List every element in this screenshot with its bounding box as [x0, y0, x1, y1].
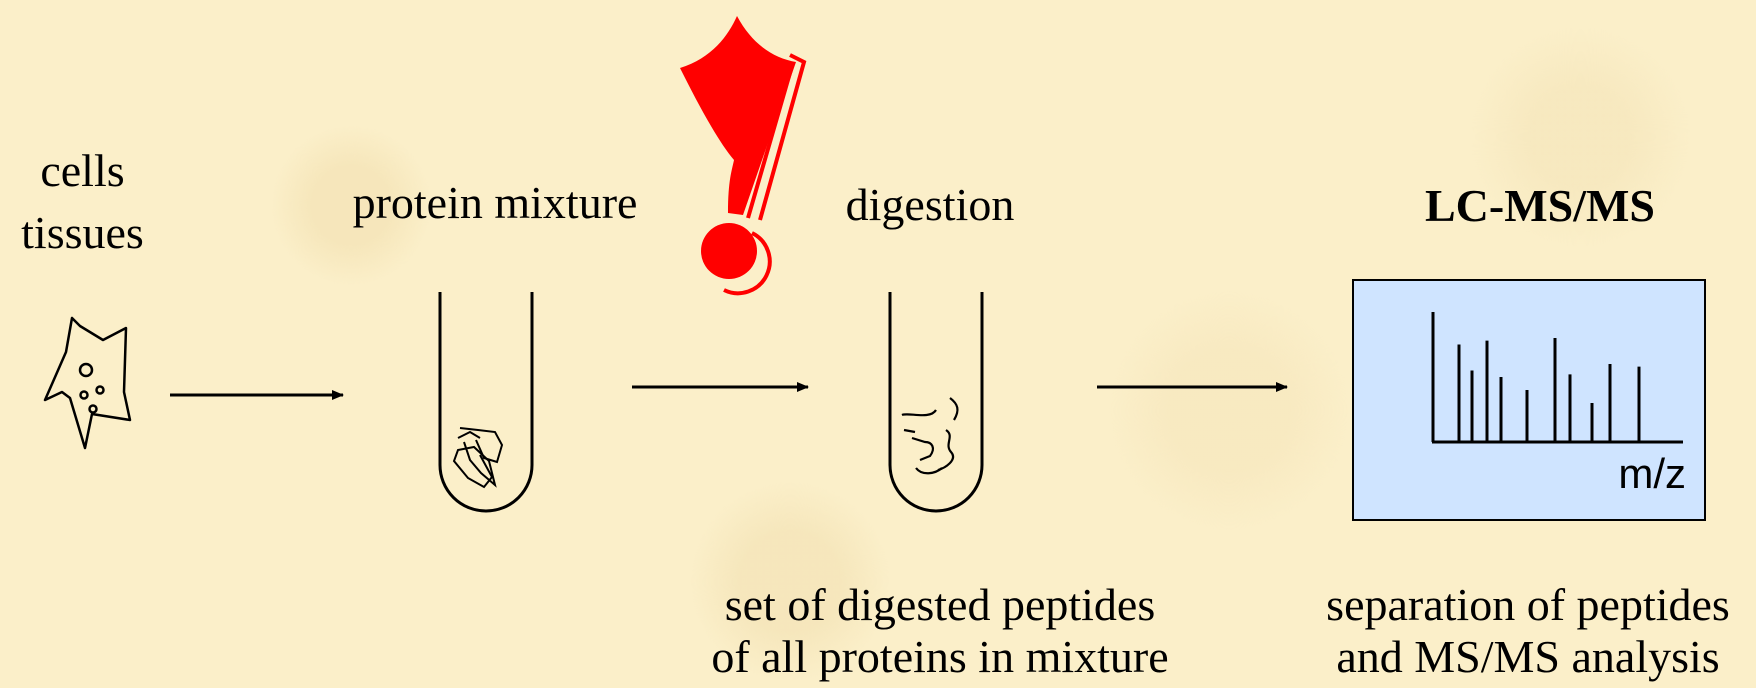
peptide-tube-icon	[890, 292, 982, 511]
mass-spectrum-icon: m/z	[1353, 280, 1705, 520]
protein-tube-icon	[440, 292, 532, 511]
spectrum-axis-label: m/z	[1618, 450, 1686, 497]
cell-icon	[45, 318, 130, 448]
exclamation-icon	[680, 16, 804, 293]
